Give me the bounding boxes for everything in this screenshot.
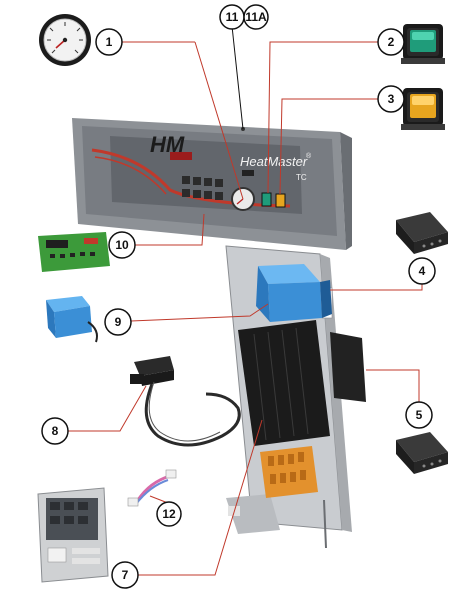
svg-text:5: 5	[416, 408, 423, 422]
svg-text:12: 12	[162, 507, 176, 521]
terminal-block-icon	[238, 320, 366, 446]
leader-7	[138, 419, 263, 576]
relay-block-4-icon	[396, 212, 448, 254]
svg-text:8: 8	[52, 424, 59, 438]
callout-1: 1	[95, 28, 123, 56]
leader-11	[231, 25, 244, 130]
panel-reg-mark: ®	[306, 152, 312, 160]
callout-2: 2	[377, 28, 405, 56]
small-transformer-icon	[46, 296, 98, 343]
panel-brand: HeatMaster	[240, 154, 308, 169]
leader-12	[149, 495, 169, 504]
leader-8	[68, 385, 147, 432]
svg-text:1: 1	[106, 35, 113, 49]
orange-terminal-icon	[260, 446, 318, 498]
leader-4	[330, 271, 423, 291]
callout-11a: 11A	[243, 4, 269, 30]
svg-text:11A: 11A	[245, 10, 267, 24]
green-rocker-switch-icon	[401, 24, 445, 64]
control-panel: HM HeatMaster ® TC	[72, 118, 352, 250]
svg-text:11: 11	[226, 10, 239, 24]
leader-5	[366, 369, 420, 415]
ribbon-cable-icon	[127, 469, 177, 507]
callout-10: 10	[108, 231, 136, 259]
callout-12: 12	[156, 501, 182, 527]
callout-11: 11	[219, 4, 245, 30]
svg-text:7: 7	[122, 568, 129, 582]
svg-text:3: 3	[388, 92, 395, 106]
leader-lines	[68, 25, 423, 576]
pressure-gauge-icon	[39, 14, 91, 66]
callout-8: 8	[41, 417, 69, 445]
svg-text:10: 10	[115, 238, 129, 252]
svg-text:9: 9	[115, 315, 122, 329]
leader-3	[279, 98, 379, 195]
svg-text:2: 2	[388, 35, 395, 49]
leader-10	[135, 213, 205, 246]
sensor-cable-icon	[130, 356, 241, 447]
amber-rocker-switch-icon	[401, 88, 445, 130]
relay-block-5-icon	[396, 432, 448, 474]
leader-9	[130, 303, 269, 322]
main-pcb-icon	[37, 487, 109, 583]
callout-7: 7	[111, 561, 139, 589]
svg-text:4: 4	[419, 264, 426, 278]
panel-logo: HM	[150, 132, 185, 157]
callout-9: 9	[104, 308, 132, 336]
leader-2	[267, 41, 379, 194]
panel-model: TC	[296, 173, 307, 182]
callout-4: 4	[408, 257, 436, 285]
callout-3: 3	[377, 85, 405, 113]
leader-1-diag	[194, 41, 244, 200]
callout-5: 5	[405, 401, 433, 429]
display-board-icon	[38, 232, 110, 272]
transformer-icon	[256, 264, 332, 322]
